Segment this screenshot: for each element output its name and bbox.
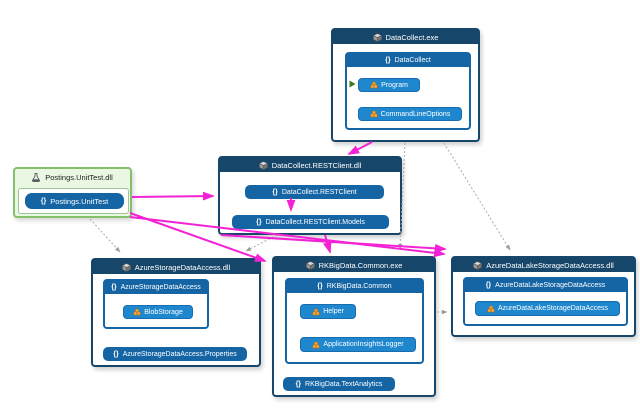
class-label: CommandLineOptions (380, 110, 451, 118)
edge-restclient-to-azurestorage[interactable] (245, 234, 278, 252)
assembly-node-rkbigdata-common-exe[interactable]: RKBigData.Common.exe {} RKBigData.Common… (272, 256, 436, 397)
class-label: Program (381, 81, 408, 89)
namespace-header[interactable]: {} RKBigData.Common (287, 280, 422, 293)
namespace-header[interactable]: {} AzureStorageDataAccess (105, 281, 207, 294)
class-label: ApplicationInsightsLogger (323, 341, 404, 348)
edge-unittest-to-azurestorage[interactable] (89, 218, 121, 253)
namespace-node-azurestoragedataaccess-properties[interactable]: {} AzureStorageDataAccess.Properties (103, 347, 247, 361)
edge-datacollect-to-restclient[interactable] (347, 141, 373, 155)
namespace-node-postings-unittest[interactable]: {} Postings.UnitTest (25, 193, 124, 209)
assembly-header[interactable]: DataCollect.RESTClient.dll (220, 158, 400, 172)
namespace-label: DataCollect (394, 57, 431, 64)
assembly-node-azuredatalakestoragedataaccess-dll[interactable]: AzureDataLakeStorageDataAccess.dll {} Az… (451, 256, 636, 337)
class-icon (369, 110, 378, 118)
namespace-icon: {} (272, 188, 278, 196)
entry-point-arrow-icon (349, 80, 356, 88)
assembly-title: Postings.UnitTest.dll (45, 172, 113, 182)
namespace-icon: {} (317, 283, 323, 290)
edge-unittest-to-restclient[interactable] (131, 191, 215, 201)
namespace-label: Postings.UnitTest (50, 196, 109, 206)
class-node-commandlineoptions[interactable]: CommandLineOptions (358, 107, 462, 121)
namespace-header[interactable]: {} AzureDataLakeStorageDataAccess (465, 279, 626, 292)
namespace-icon: {} (40, 197, 47, 205)
class-icon (312, 341, 321, 349)
namespace-node-rkbigdata-common[interactable]: {} RKBigData.Common Helper ApplicationIn… (285, 278, 424, 364)
namespace-label: AzureStorageDataAccess.Properties (122, 350, 237, 358)
namespace-icon: {} (111, 284, 117, 291)
namespace-icon: {} (295, 380, 302, 388)
namespace-header[interactable]: {} DataCollect (347, 54, 469, 67)
assembly-header[interactable]: DataCollect.exe (333, 30, 478, 44)
namespace-node-datacollect[interactable]: {} DataCollect Program CommandLineOption… (345, 52, 471, 130)
assembly-node-azurestoragedataaccess-dll[interactable]: AzureStorageDataAccess.dll {} AzureStora… (91, 258, 261, 367)
assembly-title: RKBigData.Common.exe (318, 260, 403, 270)
class-node-applicationinsightslogger[interactable]: ApplicationInsightsLogger (300, 337, 416, 352)
class-icon (133, 308, 141, 316)
namespace-label: AzureDataLakeStorageDataAccess (495, 282, 606, 289)
class-node-program[interactable]: Program (358, 78, 420, 92)
namespace-node-rkbigdata-textanalytics[interactable]: {} RKBigData.TextAnalytics (283, 377, 395, 391)
assembly-title: AzureStorageDataAccess.dll (134, 262, 231, 272)
namespace-label: AzureStorageDataAccess (120, 284, 201, 291)
class-node-azuredatalakestoragedataaccess[interactable]: AzureDataLakeStorageDataAccess (475, 301, 620, 316)
class-node-helper[interactable]: Helper (300, 304, 356, 319)
class-label: Helper (323, 308, 344, 315)
namespace-icon: {} (256, 218, 262, 226)
edge-datacollect-to-azuredatalake[interactable] (443, 142, 511, 251)
class-label: AzureDataLakeStorageDataAccess (497, 305, 609, 312)
assembly-icon (258, 160, 268, 170)
test-flask-icon (32, 172, 41, 182)
class-icon (487, 305, 495, 313)
namespace-node-restclient-models[interactable]: {} DataCollect.RESTClient.Models (232, 215, 389, 229)
namespace-node-restclient[interactable]: {} DataCollect.RESTClient (245, 185, 384, 199)
assembly-node-datacollect-exe[interactable]: DataCollect.exe {} DataCollect Program C… (331, 28, 480, 142)
edge-restclient-to-rkbigdata[interactable] (322, 234, 332, 254)
assembly-icon (372, 32, 382, 42)
namespace-label: RKBigData.Common (326, 283, 392, 290)
assembly-header[interactable]: AzureDataLakeStorageDataAccess.dll (453, 258, 634, 272)
assembly-icon (121, 262, 131, 272)
assembly-title: DataCollect.RESTClient.dll (271, 160, 362, 170)
namespace-icon: {} (485, 282, 492, 289)
namespace-node-azuredatalakestoragedataaccess[interactable]: {} AzureDataLakeStorageDataAccess AzureD… (463, 277, 628, 326)
assembly-icon (473, 260, 483, 270)
assembly-node-postings-unittest-dll[interactable]: Postings.UnitTest.dll {} Postings.UnitTe… (13, 167, 132, 218)
namespace-icon: {} (113, 350, 119, 358)
assembly-title: AzureDataLakeStorageDataAccess.dll (486, 260, 614, 270)
assembly-header[interactable]: RKBigData.Common.exe (274, 258, 434, 272)
class-node-blobstorage[interactable]: BlobStorage (123, 305, 193, 319)
class-icon (312, 308, 320, 316)
assembly-header[interactable]: AzureStorageDataAccess.dll (93, 260, 259, 274)
assembly-node-restclient-dll[interactable]: DataCollect.RESTClient.dll {} DataCollec… (218, 156, 402, 235)
namespace-label: RKBigData.TextAnalytics (305, 380, 383, 388)
class-label: BlobStorage (144, 308, 183, 316)
assembly-title: DataCollect.exe (385, 32, 439, 42)
namespace-node-azurestoragedataaccess[interactable]: {} AzureStorageDataAccess BlobStorage (103, 279, 209, 329)
assembly-header[interactable]: Postings.UnitTest.dll (15, 169, 130, 185)
edge-restclient-to-azuredatalake[interactable] (220, 234, 447, 253)
namespace-label: DataCollect.RESTClient (281, 188, 357, 196)
assembly-icon (305, 260, 315, 270)
namespace-label: DataCollect.RESTClient.Models (265, 218, 365, 226)
class-icon (370, 81, 378, 89)
namespace-icon: {} (385, 57, 391, 64)
